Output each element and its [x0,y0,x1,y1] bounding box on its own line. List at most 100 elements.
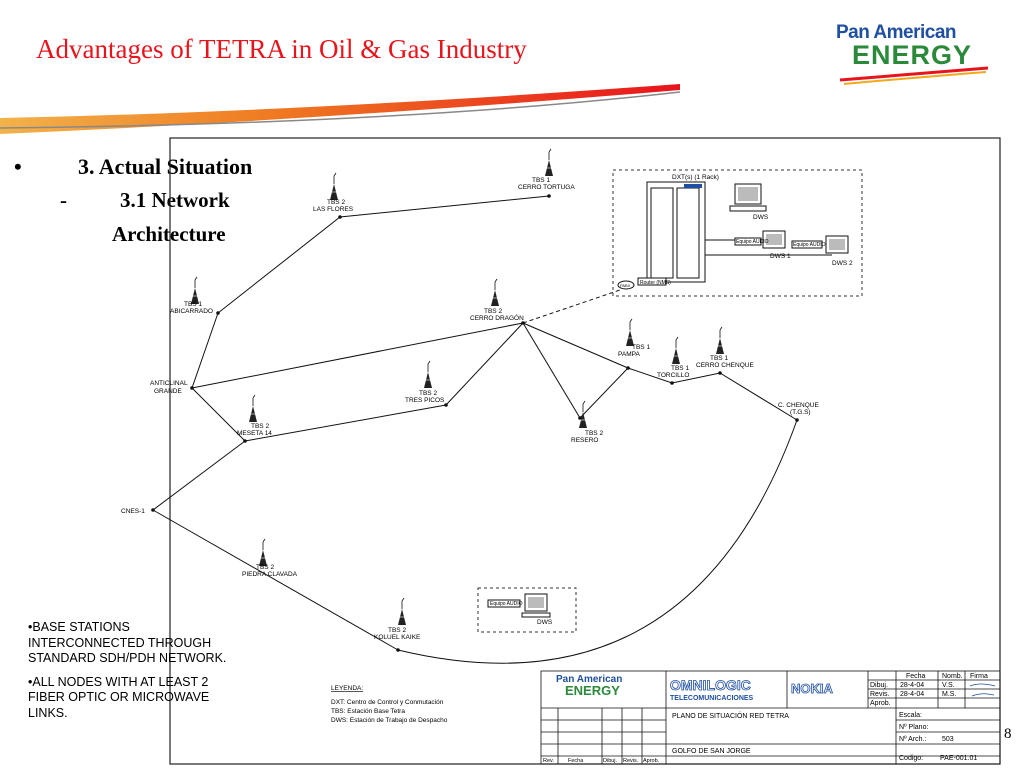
koluel-dispatch-box: Equipo AUDIO DWS [477,587,577,633]
station-label-piedra-clavada: TBS 2 [256,564,274,571]
tb-col-firma: Firma [970,673,988,680]
station-label-pampa: TBS 1 [632,344,650,351]
pabx-label: PABX [620,283,631,288]
station-name-koluel-kaike: KOLUEL KAIKE [374,634,421,641]
drawing-frame [169,137,1001,765]
station-label-meseta-14: TBS 2 [251,423,269,430]
station-name-cerro-chenque: CERRO CHENQUE [696,362,754,369]
pan-american-energy-logo: Pan American ENERGY [830,22,990,92]
tb-brand3: NOKIA [791,681,834,696]
station-name-las-flores: LAS FLORES [313,206,354,213]
tower-icon [191,276,199,304]
station-name-pampa: PAMPA [618,351,640,358]
tb-col-nomb: Nomb. [942,673,963,680]
sub-bullet-text-line1: 3.1 Network [120,188,230,212]
tb-plan-title: PLANO DE SITUACIÓN RED TETRA [672,711,789,720]
tower-icon [716,326,724,354]
tb-field3-value: 503 [942,736,954,743]
station-name-resero: RESERO [571,437,598,444]
cabinet-label: DXT(s) (1 Rack) [672,174,719,181]
bullet-mark: • [14,154,22,179]
tb-field1-label: Escala: [899,712,922,719]
station-label-torcillo: TBS 1 [671,365,689,372]
legend-title: LEYENDA: [331,685,363,692]
node-label-anticlinal-2: GRANDE [154,388,182,395]
tower-icon [259,538,267,566]
tower-icon [424,360,432,388]
station-label-las-flores: TBS 2 [327,199,345,206]
page-number: 8 [1004,726,1012,742]
logo-line1: Pan American [836,22,957,43]
tower-icon [398,597,406,625]
station-name-tres-picos: TRES PICOS [405,397,445,404]
tower-icon [491,278,499,306]
node-label-cnes: CNES-1 [121,508,145,515]
dws2-label: DWS 2 [832,260,853,267]
note-2: •ALL NODES WITH AT LEAST 2 FIBER OPTIC O… [28,674,210,720]
sub-bullet-mark: - [60,188,67,212]
notes: •BASE STATIONS INTERCONNECTED THROUGH ST… [28,620,228,729]
tb-field2-label: Nº Plano: [899,724,928,731]
console-label-2: Equipo AUDIO [793,242,826,248]
dws1-label: DWS 1 [770,253,791,260]
dxt-equipment-box: DXT(s) (1 Rack) DWS Equipo AUDIO DWS 1 E… [612,169,863,297]
slide-title: Advantages of TETRA in Oil & Gas Industr… [36,34,527,64]
tower-icon [249,394,257,422]
console-label-1: Equipo AUDIO [736,239,769,245]
tb-rev-h3: Dibuj. [603,758,618,764]
tb-row1-label: Dibuj. [870,682,888,689]
tb-row2-date: 28-4-04 [900,691,924,698]
sub-bullet-text-line2: Architecture [112,222,226,246]
node-label-chenque-2: (T.G.S) [790,409,811,416]
legend-item-2: TBS: Estación Base Tetra [331,708,405,715]
title-block-text: Pan American ENERGY OMNILOGIC TELECOMUNI… [543,673,996,764]
tb-col-fecha: Fecha [906,673,926,680]
station-name-cerro-tortuga: CERRO TORTUGA [518,184,575,191]
tb-row1-name: V.S. [942,682,955,689]
tower-icon [330,172,338,200]
tb-brand2-line2: TELECOMUNICACIONES [670,695,754,702]
tb-row2-label: Revis. [870,691,890,698]
station-label-resero: TBS 2 [585,430,603,437]
title-block [540,670,1001,765]
tb-row2-name: M.S. [942,691,956,698]
tower-icon [626,318,634,346]
tb-rev-h1: Rev. [543,758,554,764]
tb-field4-value: PAE-001.01 [940,755,977,762]
logo-line2: ENERGY [852,40,973,70]
svg-text:DWS: DWS [753,214,769,221]
gateway-label: Router (NMS) [640,280,671,286]
tb-rev-h2: Fecha [568,758,584,764]
tb-location: GOLFO DE SAN JORGE [672,748,751,755]
legend: LEYENDA: DXT: Centro de Control y Conmut… [331,685,448,724]
bullet-text: 3. Actual Situation [78,154,253,179]
tb-brand2-line1: OMNILOGIC [670,677,751,693]
station-name-torcillo: TORCILLO [657,372,689,379]
note-1: •BASE STATIONS INTERCONNECTED THROUGH ST… [28,620,227,665]
koluel-console-label: Equipo AUDIO [490,601,523,607]
tower-icon [579,400,587,428]
tb-rev-h4: Revis. [623,758,639,764]
koluel-dws-label: DWS [537,619,553,626]
tower-icon [545,148,553,176]
network-links [152,195,798,664]
tb-field4-label: Codigo: [899,755,923,762]
station-label-cerro-chenque: TBS 1 [710,355,728,362]
node-label-anticlinal: ANTICLINAL [150,380,188,387]
station-label-cerro-tortuga: TBS 1 [532,177,550,184]
tb-brand1-line1: Pan American [556,674,622,685]
station-name-abicarrado: ABICARRADO [170,308,213,315]
legend-item-3: DWS: Estación de Trabajo de Despacho [331,717,448,724]
tb-rev-h5: Aprob. [643,758,660,764]
station-label-koluel-kaike: TBS 2 [388,627,406,634]
station-label-abicarrado: TBS 1 [184,301,202,308]
tb-field3-label: Nº Arch.: [899,736,927,743]
node-dots [151,194,799,652]
station-name-cerro-dragon: CERRO DRAGÓN [470,313,524,322]
tb-brand1-line2: ENERGY [565,683,620,698]
node-label-chenque: C. CHENQUE [778,402,819,409]
tb-row1-date: 28-4-04 [900,682,924,689]
station-label-tres-picos: TBS 2 [419,390,437,397]
legend-item-1: DXT: Centro de Control y Conmutación [331,699,444,706]
